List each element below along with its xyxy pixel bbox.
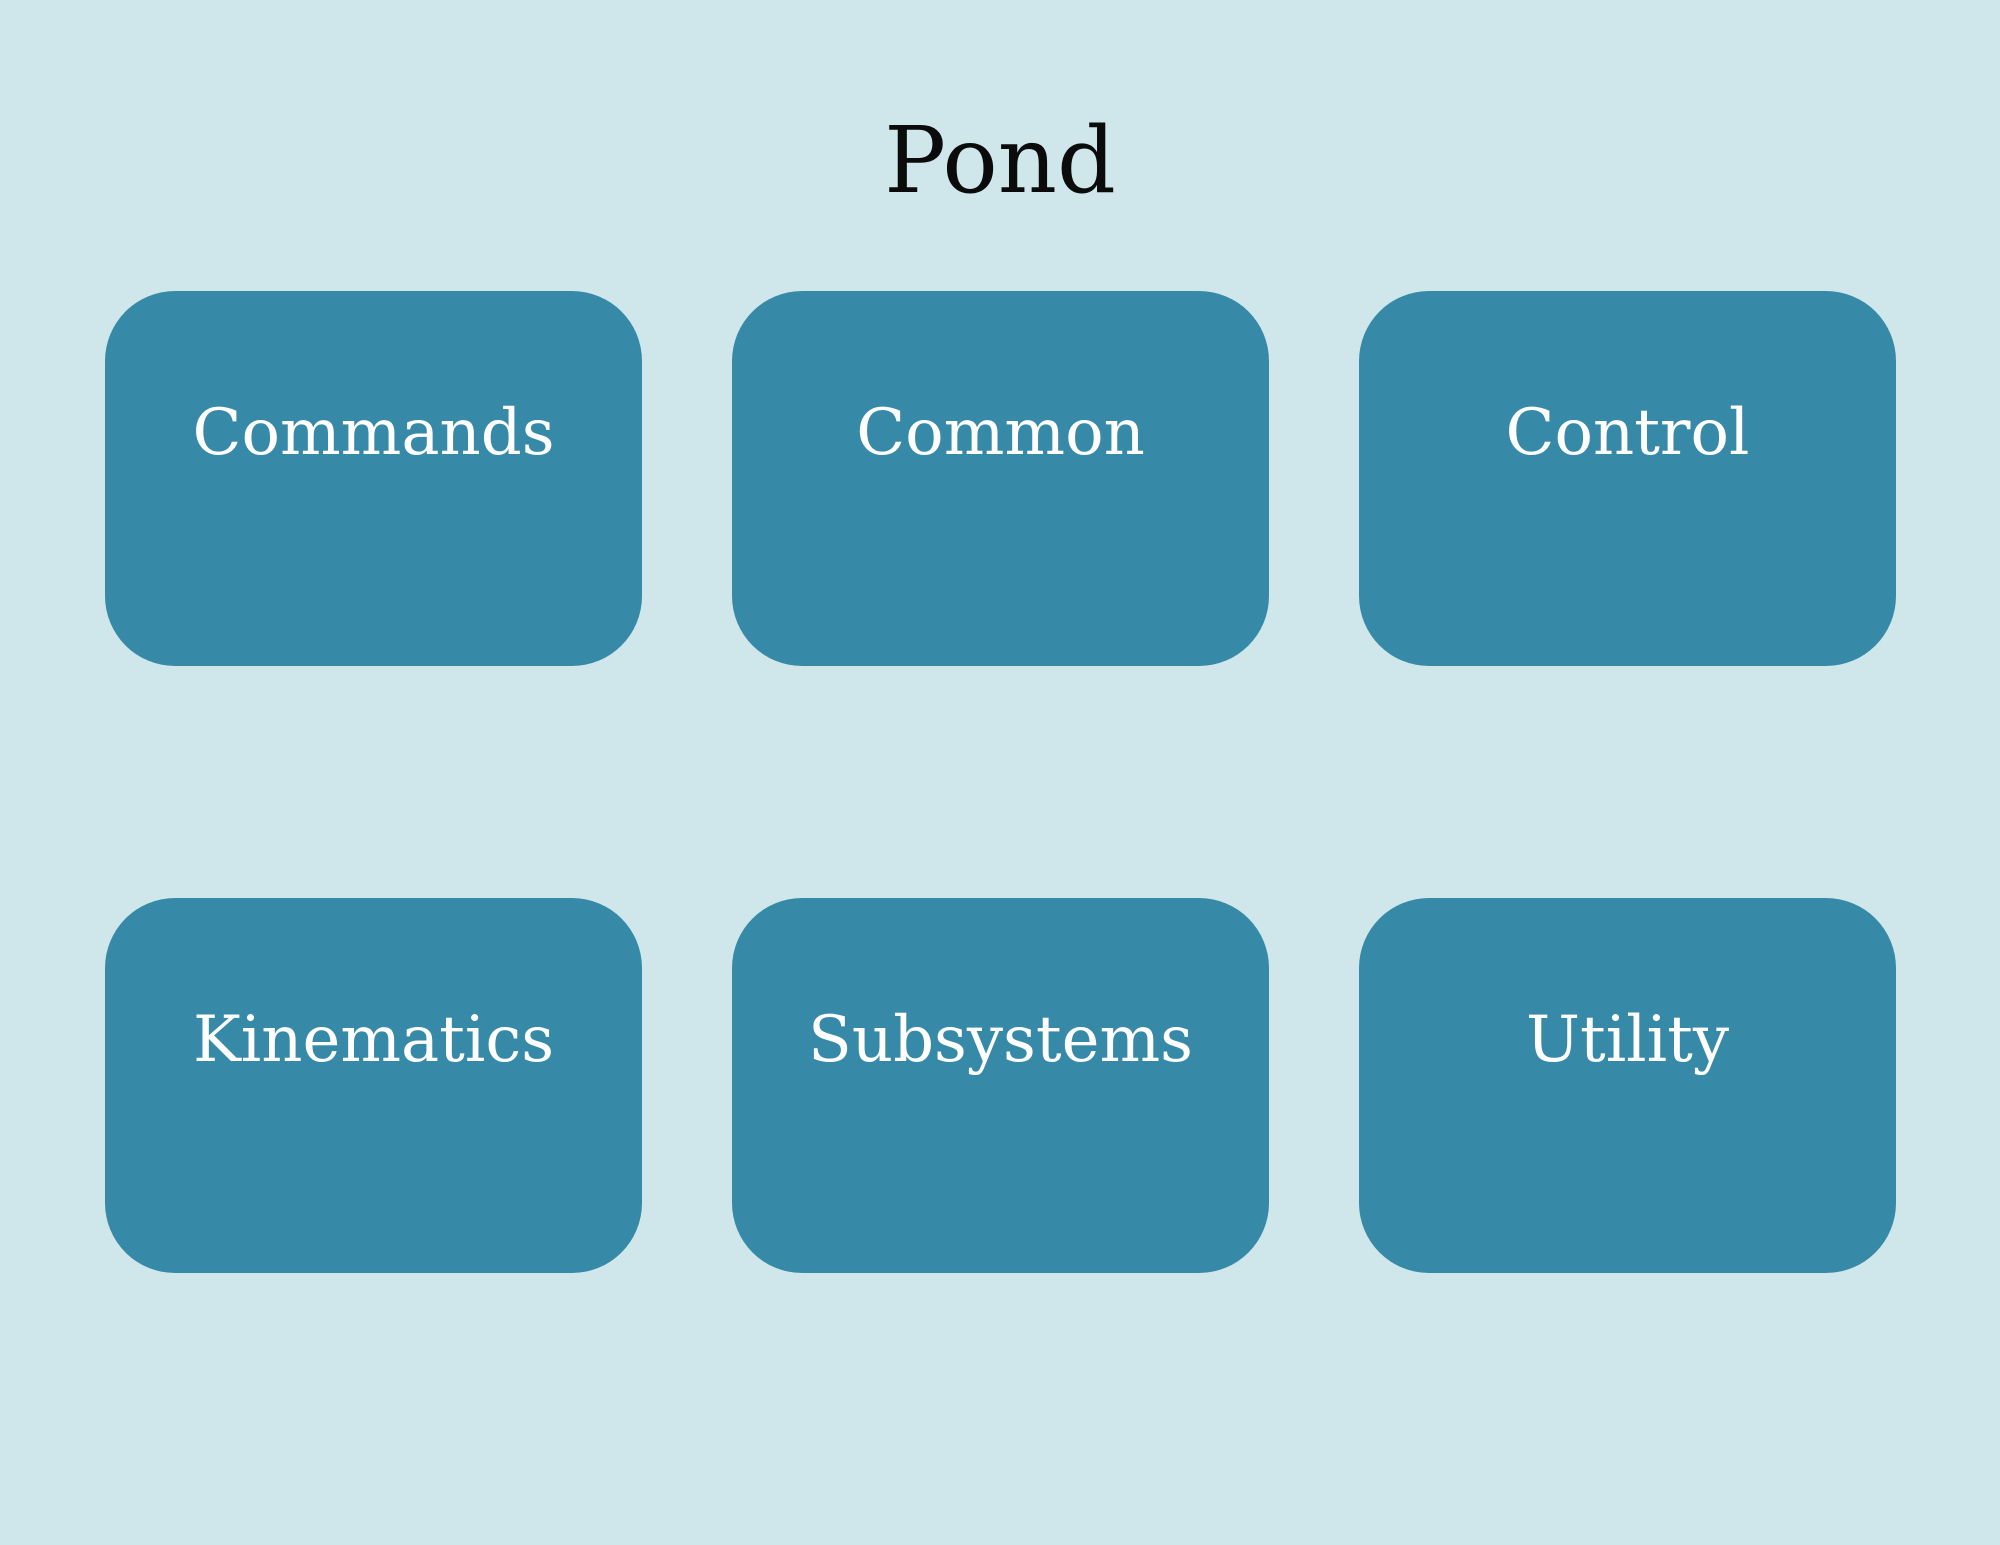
module-tile-commands[interactable]: Commands xyxy=(105,291,642,666)
module-label: Commands xyxy=(192,396,555,470)
module-label: Subsystems xyxy=(808,1003,1193,1077)
module-tile-subsystems[interactable]: Subsystems xyxy=(732,898,1269,1273)
module-label: Utility xyxy=(1526,1003,1729,1077)
module-tile-control[interactable]: Control xyxy=(1359,291,1896,666)
module-label: Control xyxy=(1505,396,1750,470)
module-tile-kinematics[interactable]: Kinematics xyxy=(105,898,642,1273)
module-tile-utility[interactable]: Utility xyxy=(1359,898,1896,1273)
page-title: Pond xyxy=(884,107,1116,214)
module-label: Kinematics xyxy=(192,1003,555,1077)
module-label: Common xyxy=(856,396,1145,470)
module-tile-common[interactable]: Common xyxy=(732,291,1269,666)
